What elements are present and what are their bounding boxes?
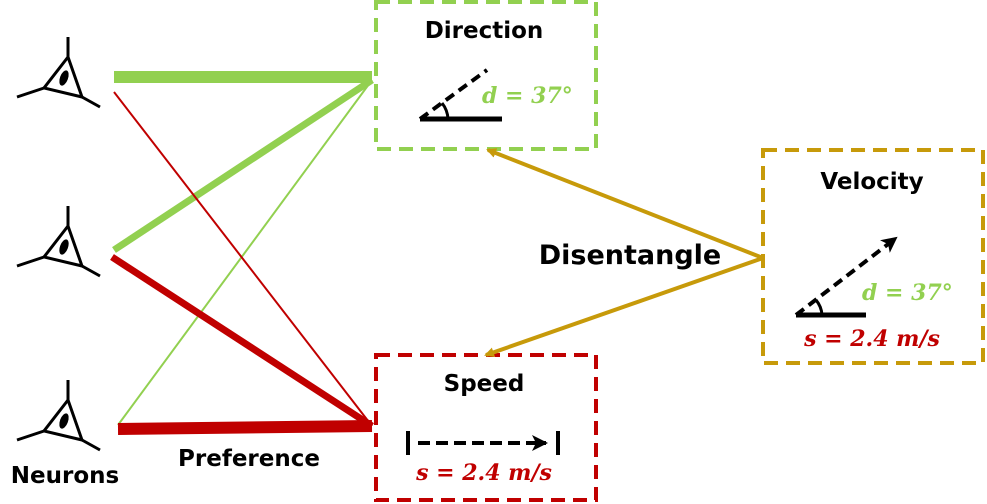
connection-line [113, 91, 373, 427]
disentangle-arrow-speed [484, 256, 764, 358]
direction-box [374, 0, 598, 151]
direction-title: Direction [425, 18, 544, 44]
neurons-label: Neurons [11, 463, 119, 489]
connection-line [117, 420, 373, 435]
disentangle-arrow-direction [486, 148, 764, 260]
velocity-speed-formula: s = 2.4 m/s [803, 326, 940, 352]
angle-icon [418, 68, 502, 122]
connection-line [112, 77, 374, 253]
neuron-icon [16, 206, 101, 278]
speed-title: Speed [444, 371, 525, 397]
arrow-icon [406, 431, 560, 455]
neuron-icon [16, 380, 101, 452]
disentangle-label: Disentangle [539, 240, 722, 271]
velocity-direction-formula: d = 37° [862, 280, 953, 306]
preference-label: Preference [178, 446, 320, 472]
angle-icon [794, 236, 898, 318]
direction-formula: d = 37° [482, 83, 573, 109]
speed-formula: s = 2.4 m/s [415, 460, 552, 486]
neuron-icon [16, 37, 101, 109]
connection-line [117, 79, 373, 426]
velocity-title: Velocity [820, 169, 923, 195]
connection-line [110, 254, 374, 429]
